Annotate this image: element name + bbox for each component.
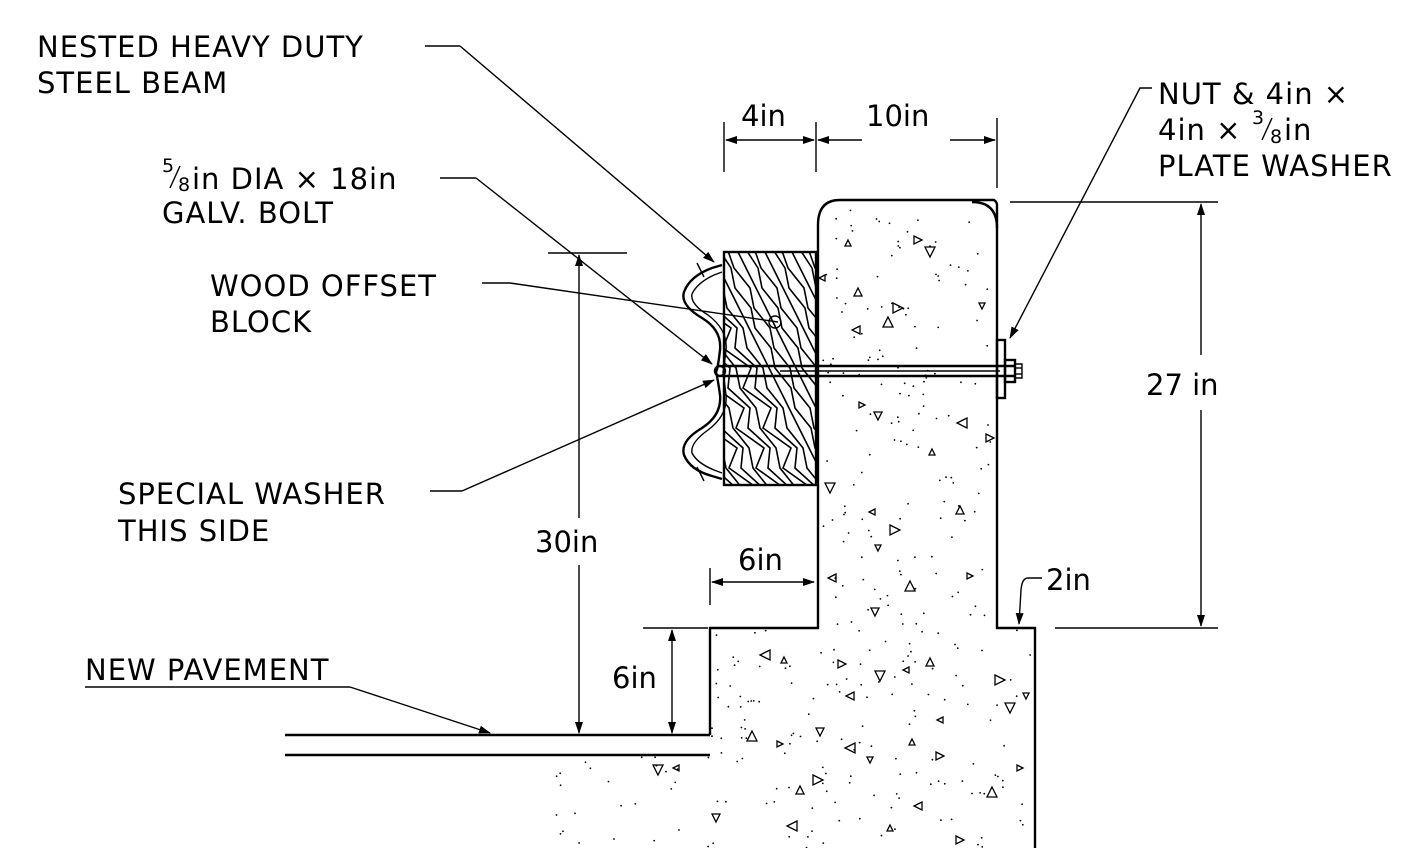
label-block-line2: BLOCK (210, 305, 312, 339)
dimension-lines (548, 118, 1218, 734)
label-pavement: NEW PAVEMENT (85, 653, 329, 687)
concrete-aggregate (555, 209, 1032, 848)
label-block-line1: WOOD OFFSET (210, 269, 437, 303)
dim-block-width: 4in (741, 99, 786, 133)
label-beam-line2: STEEL BEAM (37, 66, 228, 100)
label-washer-line2: THIS SIDE (117, 514, 270, 548)
steel-beam (682, 262, 727, 482)
wood-offset-block (722, 250, 818, 487)
label-bolt-line2: GALV. BOLT (162, 196, 334, 230)
galvanized-bolt (713, 364, 1015, 378)
pavement (285, 733, 710, 757)
dim-right-offset: 2in (1046, 563, 1091, 597)
nut (1003, 358, 1023, 384)
dim-post-height: 30in (535, 525, 598, 559)
dimension-labels: 4in 10in 30in 27 in 6in 6in 2in (535, 99, 1219, 695)
label-beam-line1: NESTED HEAVY DUTY (37, 30, 364, 64)
label-nut-line3: PLATE WASHER (1158, 149, 1393, 183)
callout-labels: NESTED HEAVY DUTY STEEL BEAM 5 8 in DIA … (37, 30, 1393, 687)
dim-step-height: 6in (612, 661, 657, 695)
concrete-barrier (708, 198, 1037, 848)
label-washer-line1: SPECIAL WASHER (118, 477, 386, 511)
label-bolt-fraction-num: 5 (162, 155, 174, 177)
label-bolt-fraction-den: 8 (178, 174, 190, 196)
label-nut-line1: NUT & 4in × (1158, 77, 1349, 111)
label-nut-line2-pre: 4in × (1158, 113, 1241, 147)
label-nut-fraction-num: 3 (1252, 107, 1264, 129)
label-nut-line2-post: in (1284, 113, 1312, 147)
dim-step-width: 6in (738, 543, 783, 577)
dim-barrier-height: 27 in (1146, 368, 1219, 402)
label-bolt-line1: in DIA × 18in (192, 162, 397, 196)
dim-barrier-top-width: 10in (866, 99, 929, 133)
leader-lines (85, 45, 1152, 734)
label-nut-fraction-den: 8 (1270, 126, 1282, 148)
